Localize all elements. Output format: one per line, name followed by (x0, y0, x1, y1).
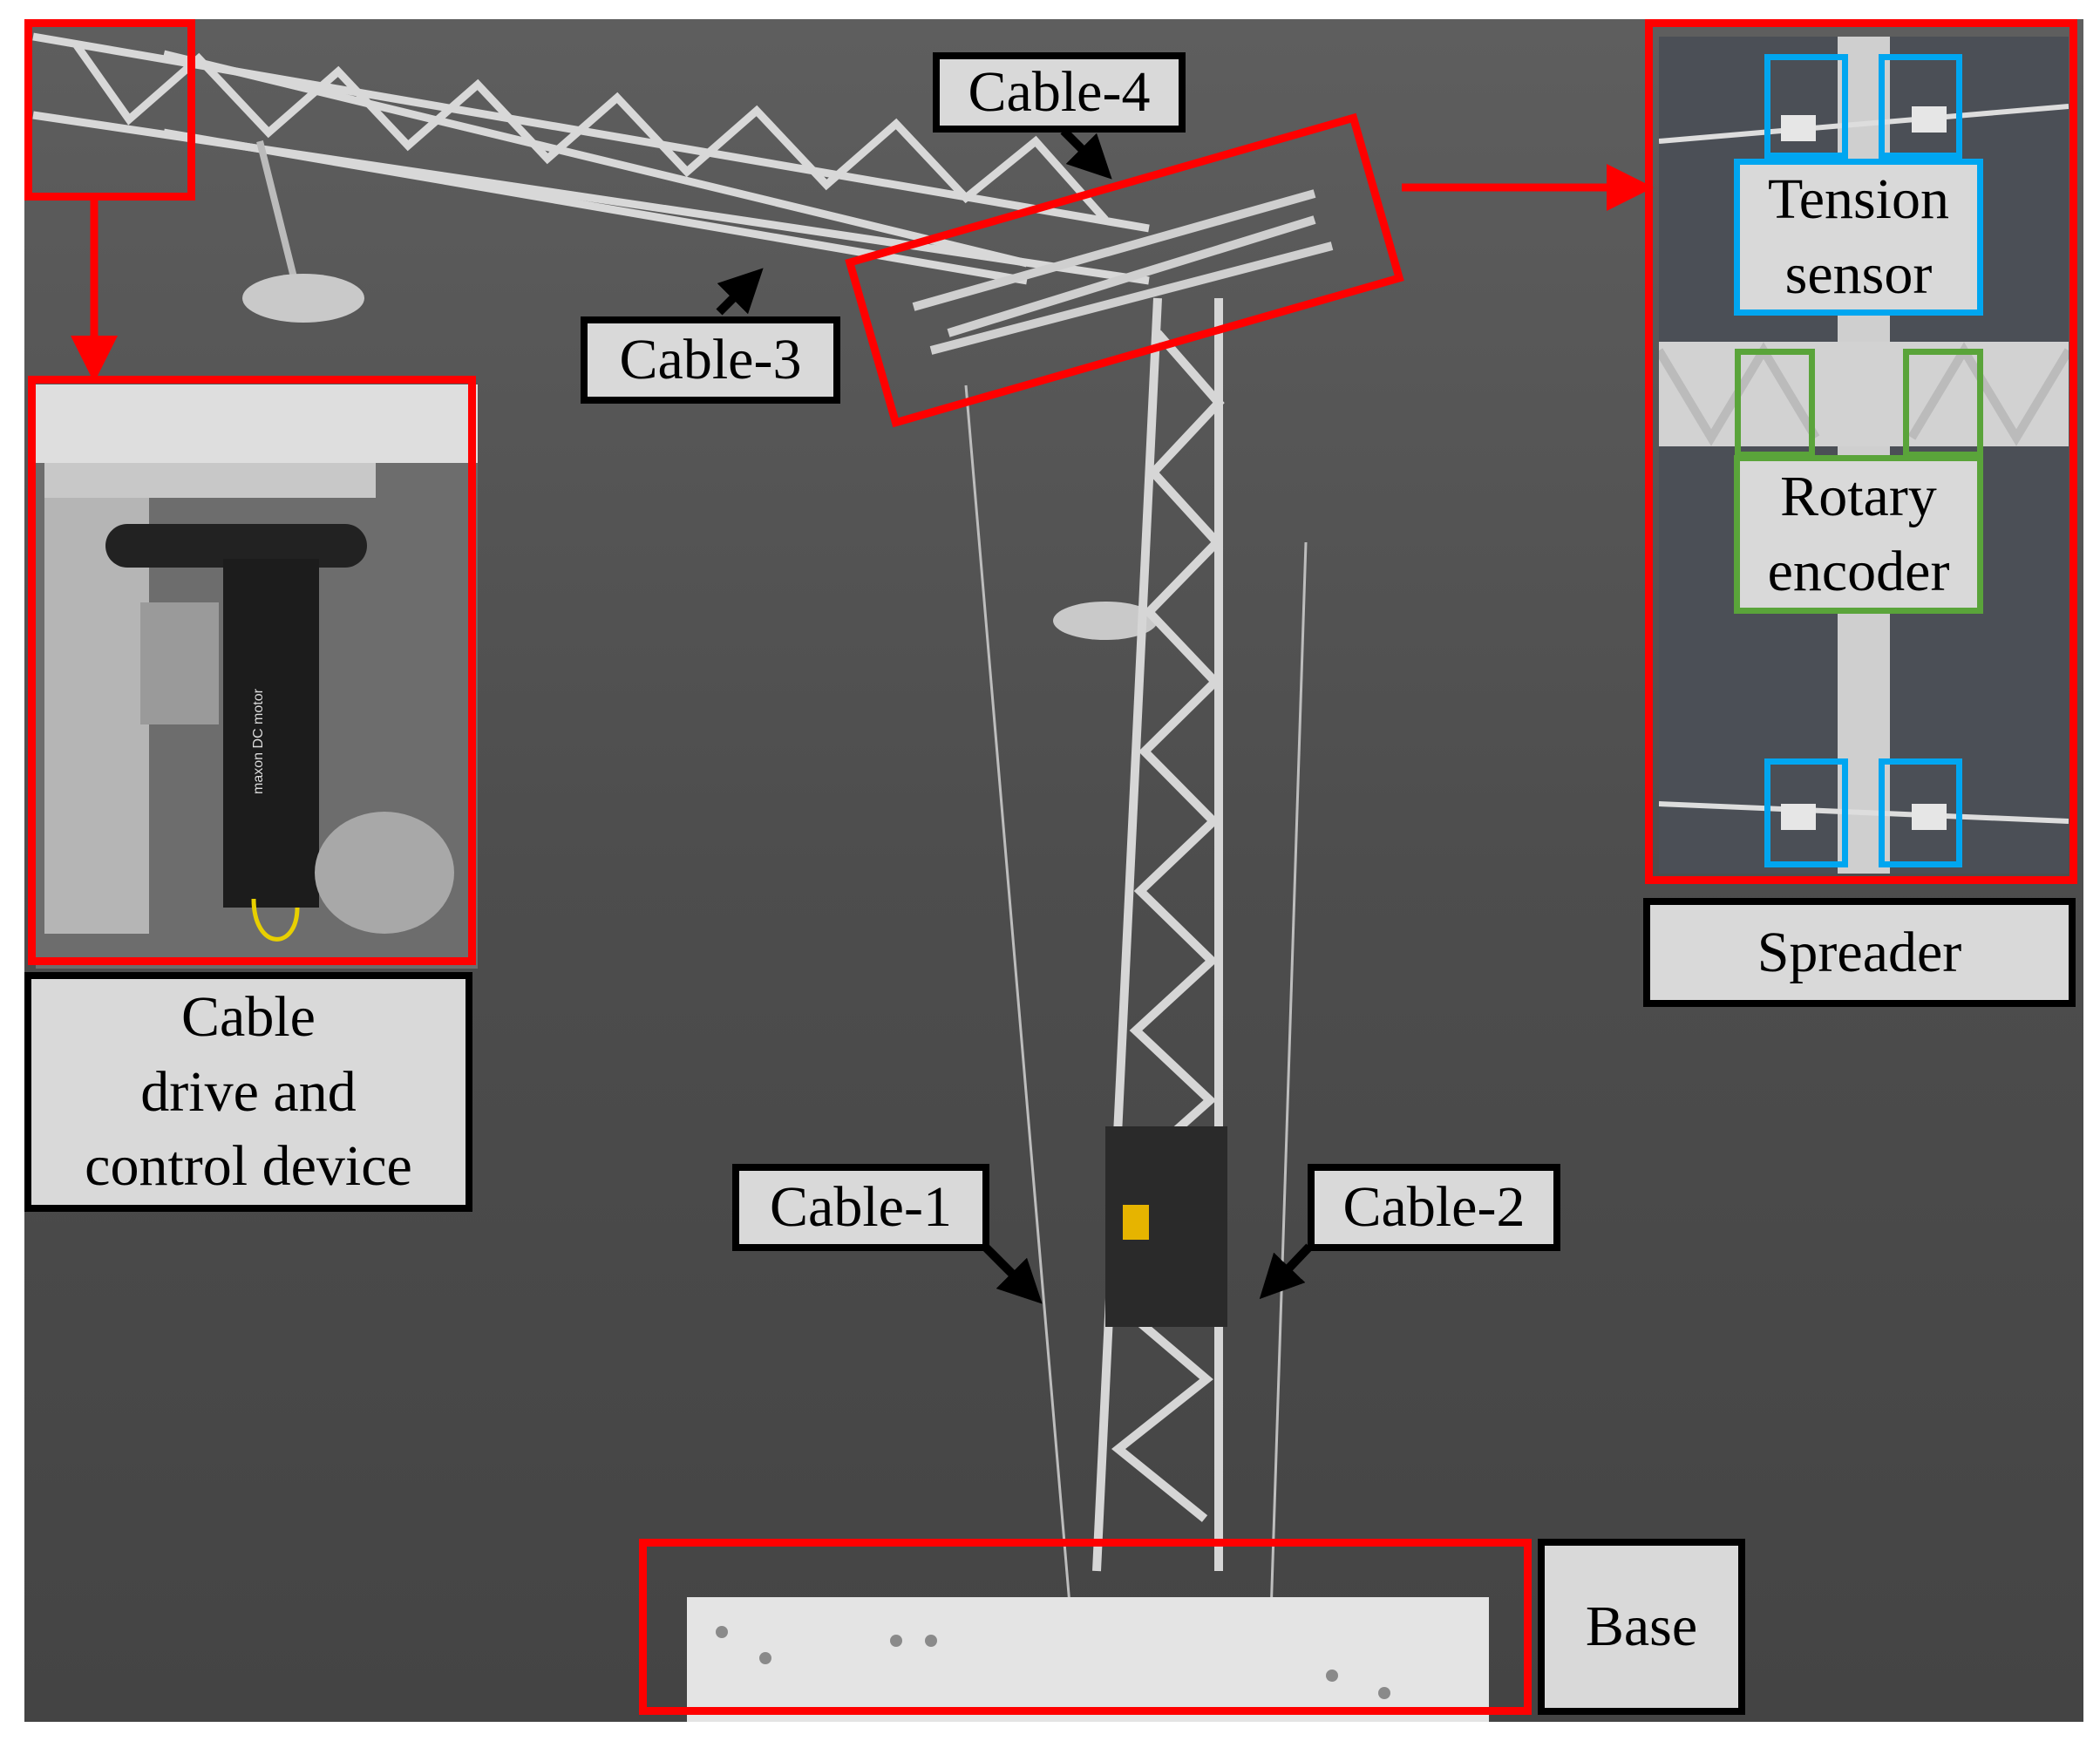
spreader-text: Spreader (1757, 920, 1962, 984)
tension-sensor-box-tl (1764, 54, 1848, 159)
cable-drive-inset-frame (28, 376, 476, 965)
rotary-encoder-label: Rotary encoder (1734, 455, 1983, 614)
cable-drive-inset-photo: maxon DC motor (36, 384, 478, 969)
tension-sensor-line1: Tension (1767, 167, 1950, 232)
cable-3-label: Cable-3 (581, 316, 840, 404)
jib-truss (32, 32, 1150, 285)
rotary-encoder-box-l (1735, 349, 1815, 458)
tension-sensor-box-tr (1879, 54, 1962, 159)
tension-sensor-box-bl (1764, 758, 1848, 867)
tension-sensor-label: Tension sensor (1734, 159, 1983, 316)
cable-drive-source-box (24, 19, 195, 201)
cable-4-label: Cable-4 (933, 52, 1186, 133)
cable-1-label: Cable-1 (732, 1164, 989, 1251)
cable-4-text: Cable-4 (968, 60, 1151, 125)
base-highlight-box (639, 1539, 1532, 1715)
cable-2-text: Cable-2 (1342, 1175, 1526, 1240)
spreader-inset-frame (1645, 19, 2077, 884)
base-label: Base (1538, 1539, 1745, 1715)
cable-2-label: Cable-2 (1308, 1164, 1560, 1251)
cable-3-text: Cable-3 (619, 328, 802, 392)
tension-sensor-box-br (1879, 758, 1962, 867)
rotary-encoder-box-r (1903, 349, 1983, 458)
tension-sensor-line2: sensor (1784, 242, 1933, 306)
base-text: Base (1585, 1595, 1698, 1659)
cable-drive-line1: Cable (181, 984, 316, 1049)
cable-drive-line3: control device (85, 1134, 412, 1199)
spreader-label: Spreader (1643, 898, 2076, 1007)
cable-1-text: Cable-1 (770, 1175, 952, 1240)
motor-label: maxon DC motor (251, 688, 266, 794)
rotary-encoder-line1: Rotary (1780, 465, 1937, 529)
base-plate (687, 1597, 1489, 1722)
cable-drive-label: Cable drive and control device (24, 972, 472, 1212)
cable-drive-line2: drive and (140, 1059, 357, 1124)
rotary-encoder-line2: encoder (1767, 540, 1950, 603)
